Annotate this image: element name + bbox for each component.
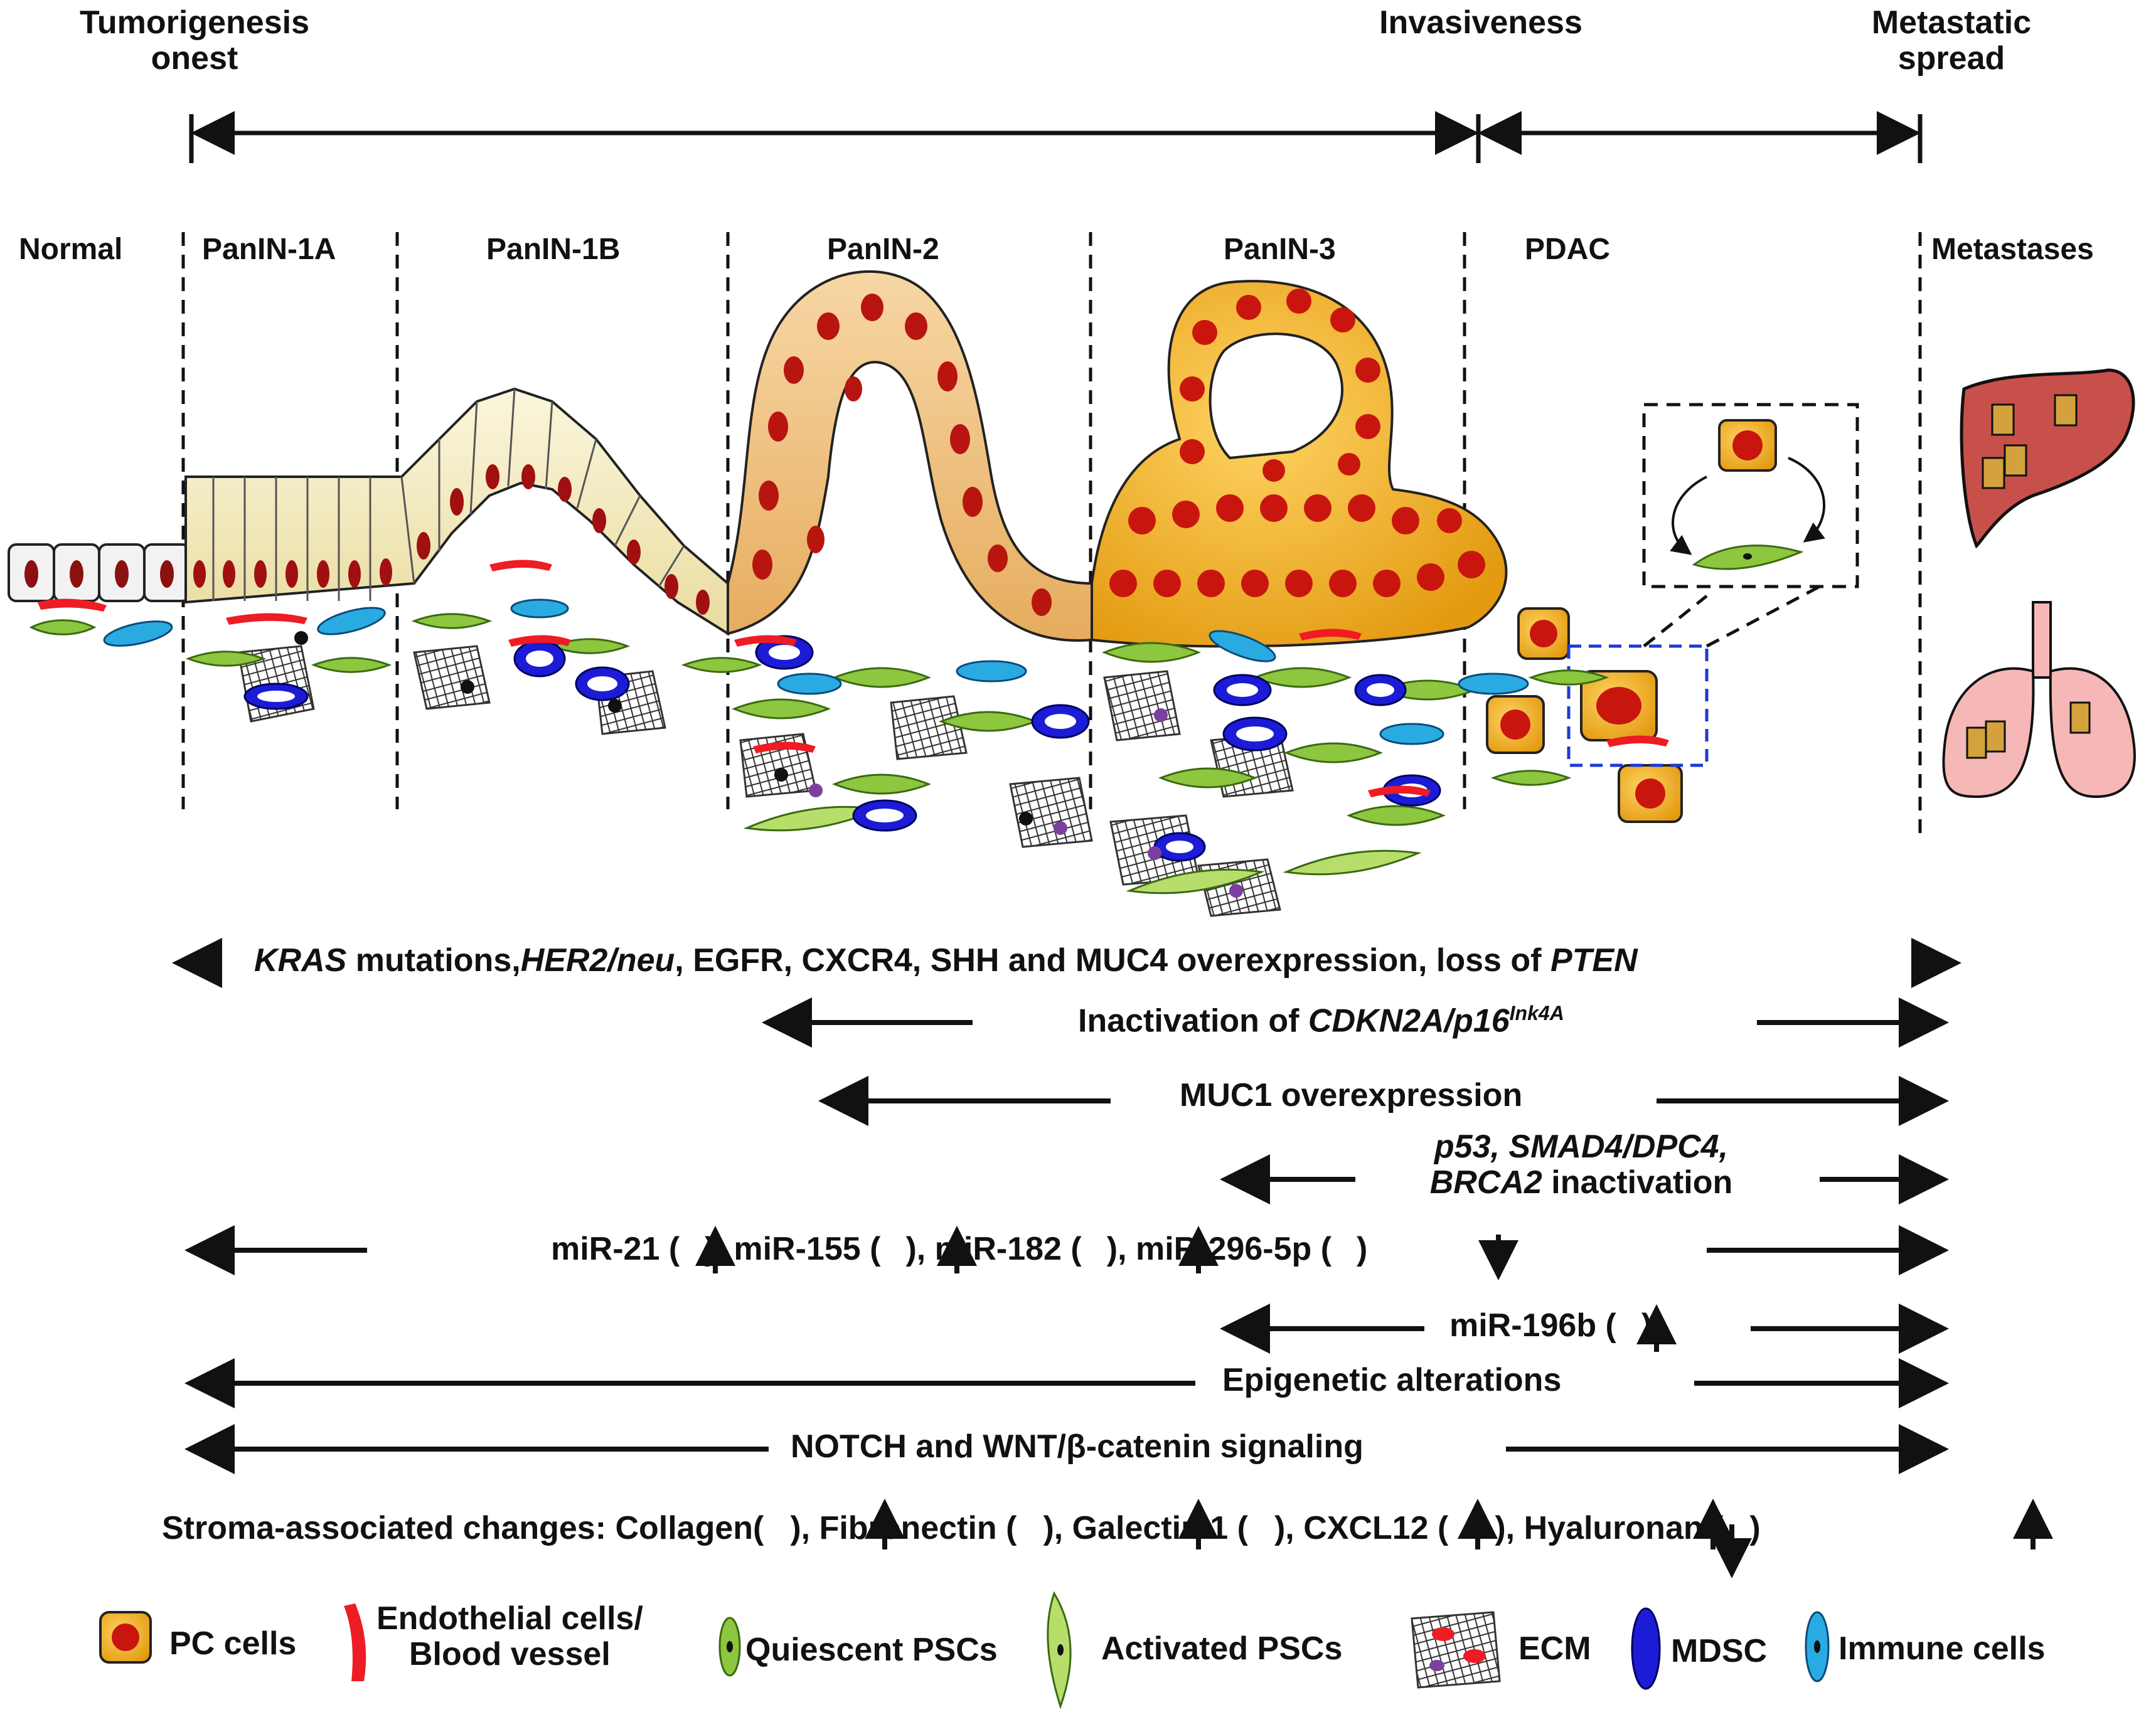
event-notch: NOTCH and WNT/β-catenin signaling bbox=[791, 1428, 1364, 1465]
legend-mdsc: MDSC bbox=[1671, 1633, 1768, 1669]
stage-metastases: Metastases bbox=[1931, 233, 2094, 266]
mdsc-icon bbox=[1631, 1607, 1661, 1690]
legend-ecm: ECM bbox=[1518, 1630, 1591, 1667]
stage-dividers bbox=[181, 232, 1922, 841]
legend-quiescent-pscs: Quiescent PSCs bbox=[745, 1632, 998, 1668]
phase-arrows bbox=[189, 111, 1923, 163]
legend-immune-cells: Immune cells bbox=[1838, 1630, 2046, 1667]
stage-normal: Normal bbox=[19, 233, 123, 266]
event-mirna: miR-21 (), miR-155 (), miR-182 (), miR-2… bbox=[551, 1231, 1368, 1267]
stage-panin-2: PanIN-2 bbox=[827, 233, 939, 266]
normal-epithelium bbox=[8, 543, 191, 602]
lung-metastases bbox=[1942, 601, 2136, 799]
legend-icons bbox=[99, 1591, 1830, 1709]
legend-endothelial: Endothelial cells/Blood vessel bbox=[376, 1600, 643, 1673]
legend-activated-pscs: Activated PSCs bbox=[1101, 1630, 1343, 1667]
stage-panin-3: PanIN-3 bbox=[1224, 233, 1336, 266]
event-arrows bbox=[172, 938, 1961, 1474]
change-arrows bbox=[695, 1226, 2053, 1578]
stage-panin-1b: PanIN-1B bbox=[486, 233, 621, 266]
phase-invasiveness: Invasiveness bbox=[1379, 4, 1582, 41]
event-kras: KRAS mutations,HER2/neu, EGFR, CXCR4, SH… bbox=[254, 942, 1638, 979]
event-p53: p53, SMAD4/DPC4, BRCA2 inactivation bbox=[1429, 1129, 1733, 1201]
event-muc1: MUC1 overexpression bbox=[1180, 1077, 1523, 1113]
ecm-icon bbox=[1411, 1611, 1501, 1689]
endothelial-icon bbox=[344, 1603, 366, 1681]
panin-2-epithelium bbox=[727, 270, 1093, 642]
stage-panin-1a: PanIN-1A bbox=[202, 233, 336, 266]
event-mir196b: miR-196b () bbox=[1449, 1307, 1653, 1344]
panin-3-cells bbox=[1091, 280, 1508, 648]
pdac-cells bbox=[1486, 403, 1859, 823]
event-epigenetic: Epigenetic alterations bbox=[1222, 1362, 1562, 1398]
stage-pdac: PDAC bbox=[1525, 233, 1611, 266]
liver-metastases bbox=[1960, 368, 2135, 549]
event-cdkn2a: Inactivation of CDKN2A/p16Ink4A bbox=[1078, 1002, 1564, 1039]
event-stroma: Stroma-associated changes: Collagen(), F… bbox=[162, 1510, 1761, 1546]
legend-pc-cells: PC cells bbox=[169, 1625, 297, 1662]
stroma bbox=[29, 560, 1669, 917]
panin-1-epithelium bbox=[184, 387, 729, 636]
